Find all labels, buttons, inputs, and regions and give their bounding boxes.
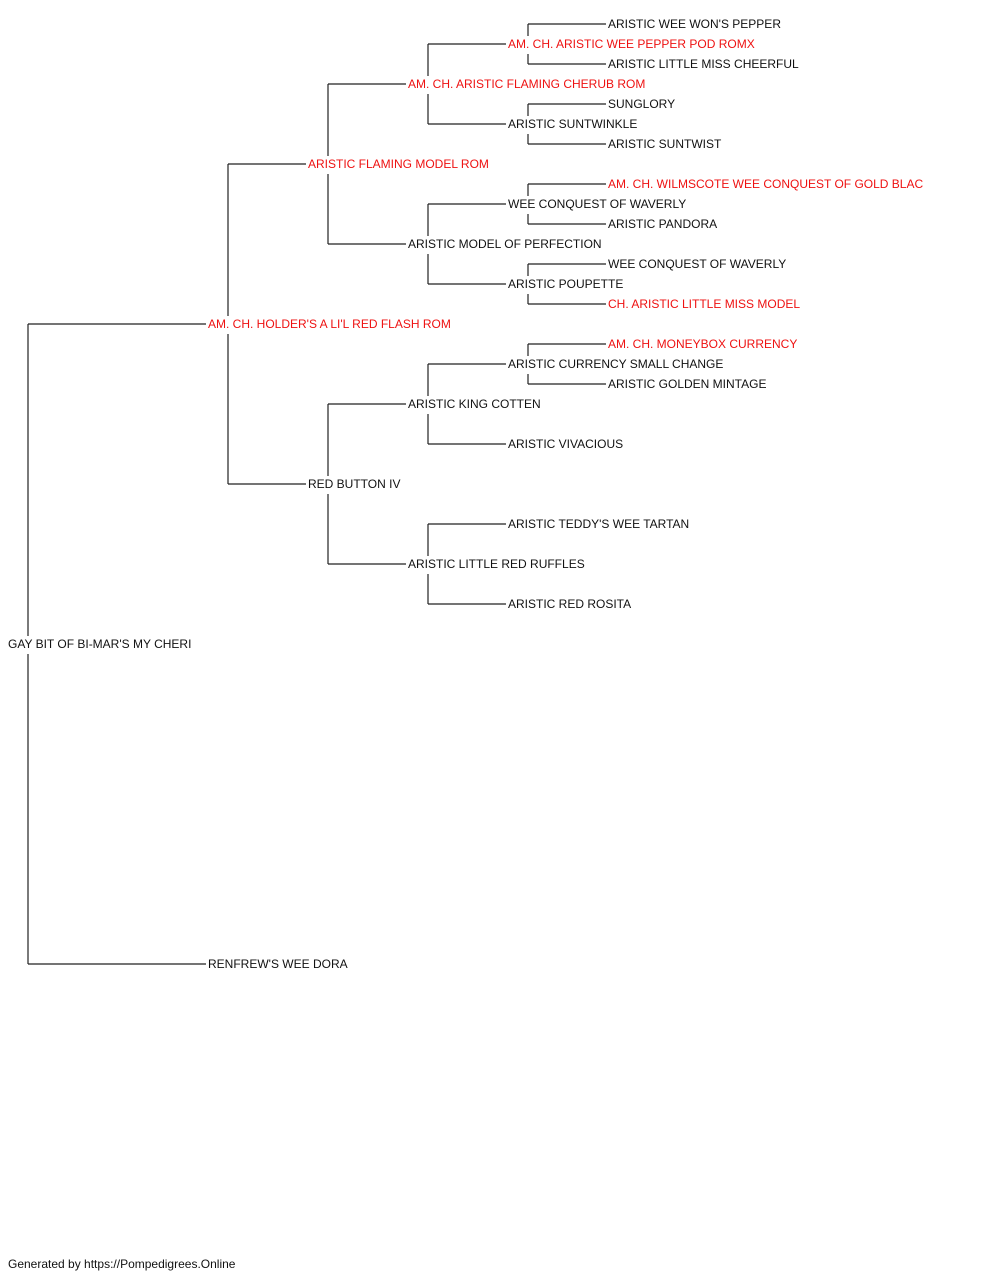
pedigree-entry: ARISTIC TEDDY'S WEE TARTAN [508,517,690,531]
pedigree-entry: ARISTIC SUNTWINKLE [508,117,638,131]
pedigree-entry: AM. CH. MONEYBOX CURRENCY [608,337,798,351]
pedigree-entry: CH. ARISTIC LITTLE MISS MODEL [608,297,801,311]
pedigree-entry: ARISTIC PANDORA [608,217,718,231]
pedigree-entry: ARISTIC FLAMING MODEL ROM [308,157,489,171]
pedigree-entry: ARISTIC MODEL OF PERFECTION [408,237,602,251]
pedigree-entry: AM. CH. WILMSCOTE WEE CONQUEST OF GOLD B… [608,177,924,191]
pedigree-entry: ARISTIC RED ROSITA [508,597,632,611]
pedigree-entry: RENFREW'S WEE DORA [208,957,348,971]
pedigree-entry: WEE CONQUEST OF WAVERLY [508,197,687,211]
pedigree-entry: SUNGLORY [608,97,676,111]
pedigree-entry: AM. CH. HOLDER'S A LI'L RED FLASH ROM [208,317,451,331]
pedigree-entry: ARISTIC WEE WON'S PEPPER [608,17,781,31]
pedigree-entry: AM. CH. ARISTIC FLAMING CHERUB ROM [408,77,646,91]
pedigree-entry: ARISTIC SUNTWIST [608,137,722,151]
pedigree-entry: ARISTIC VIVACIOUS [508,437,624,451]
pedigree-entry: ARISTIC KING COTTEN [408,397,541,411]
pedigree-entry: ARISTIC CURRENCY SMALL CHANGE [508,357,724,371]
pedigree-entry: AM. CH. ARISTIC WEE PEPPER POD ROMX [508,37,755,51]
pedigree-entry-subject: GAY BIT OF BI-MAR'S MY CHERI [8,637,192,651]
pedigree-entry: ARISTIC POUPETTE [508,277,624,291]
footer-credit: Generated by https://Pompedigrees.Online [8,1257,236,1271]
pedigree-entry: ARISTIC GOLDEN MINTAGE [608,377,767,391]
pedigree-entry: WEE CONQUEST OF WAVERLY [608,257,787,271]
pedigree-entry: ARISTIC LITTLE MISS CHEERFUL [608,57,799,71]
pedigree-entry: ARISTIC LITTLE RED RUFFLES [408,557,585,571]
pedigree-entry: RED BUTTON IV [308,477,401,491]
